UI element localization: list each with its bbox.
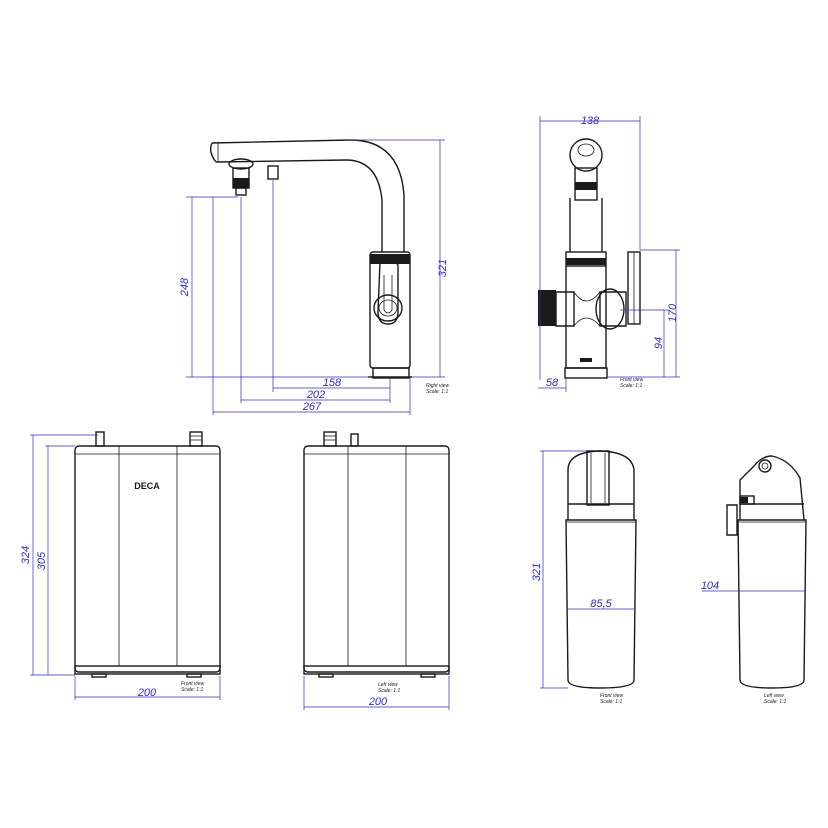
dim-tank-front-305: 305 [36, 551, 48, 570]
dim-filter-front-85-5: 85,5 [590, 598, 612, 610]
dim-tap-front-58: 58 [546, 377, 559, 389]
dim-tap-front-170: 170 [667, 303, 679, 322]
tap-front-view: 138 170 94 58 Front view Scale: 1:1 [538, 115, 680, 392]
dim-filter-front-321: 321 [531, 563, 543, 581]
dim-tank-front-200: 200 [137, 687, 157, 699]
caption-filter-left: Left view [764, 693, 784, 699]
scale-filter-left: Scale: 1:1 [764, 699, 786, 705]
dim-tap-front-138: 138 [581, 115, 600, 127]
scale-tap-front: Scale: 1:1 [620, 383, 642, 389]
filter-left-view: 104 Left view Scale: 1:1 [701, 455, 807, 705]
filter-front-view: 321 85,5 Front view Scale: 1:1 [531, 450, 637, 705]
dim-filter-left-104: 104 [701, 580, 719, 592]
dim-tank-left-200: 200 [368, 696, 388, 708]
dim-tap-right-158: 158 [323, 377, 342, 389]
dim-tap-right-202: 202 [306, 389, 325, 401]
scale-tap-right: Scale: 1:1 [426, 389, 448, 395]
caption-filter-front: Front view [600, 693, 623, 699]
tank-front-view: DECA 324 305 200 Front view Scale: 1:1 [20, 431, 221, 700]
tap-right-view: 321 248 158 202 267 Right view Scale: 1:… [179, 139, 449, 415]
caption-tank-front: Front view [181, 681, 204, 687]
dim-tap-front-94: 94 [653, 337, 665, 349]
caption-tap-front: Front view [620, 377, 643, 383]
tank-left-view: 200 Left view Scale: 1:1 [303, 431, 450, 710]
scale-filter-front: Scale: 1:1 [600, 699, 622, 705]
brand-logo: DECA [134, 481, 160, 491]
caption-tank-left: Left view [378, 682, 398, 688]
scale-tank-left: Scale: 1:1 [378, 688, 400, 694]
scale-tank-front: Scale: 1:1 [181, 687, 203, 693]
dim-tap-right-321: 321 [437, 259, 449, 277]
dim-tank-front-324: 324 [20, 546, 32, 564]
caption-tap-right: Right view [426, 383, 449, 389]
dim-tap-right-248: 248 [179, 277, 191, 297]
dim-tap-right-267: 267 [302, 401, 322, 413]
